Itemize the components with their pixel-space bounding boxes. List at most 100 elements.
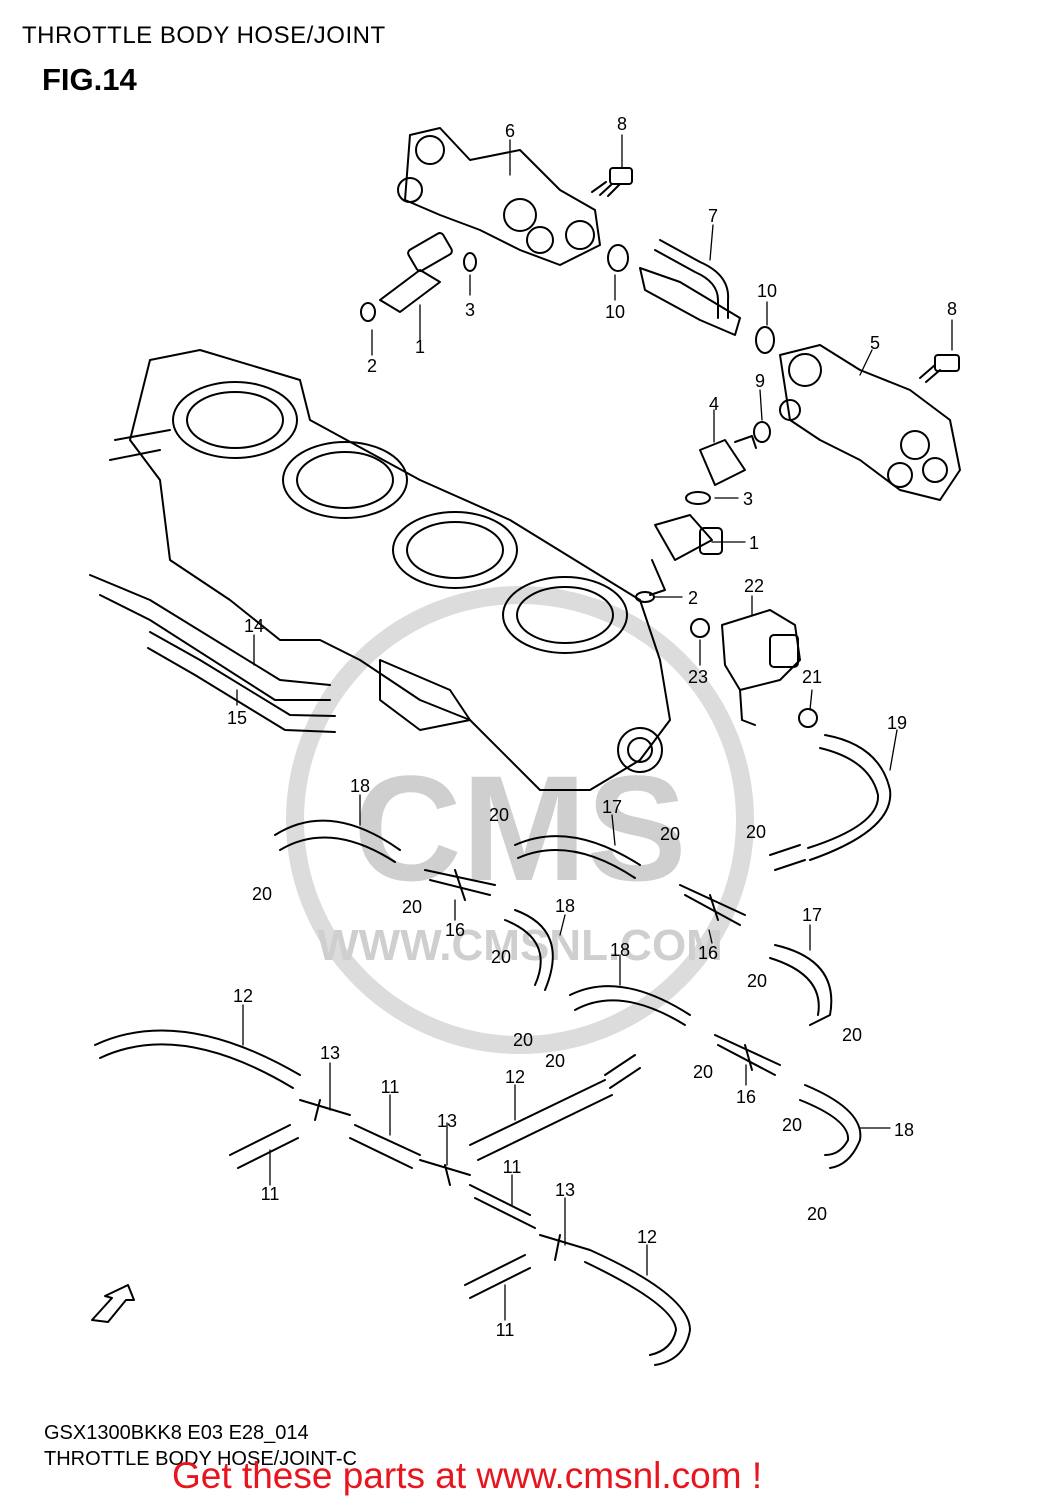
model-code: GSX1300BKK8 E03 E28_014 (44, 1422, 309, 1444)
hose-19 (807, 734, 892, 861)
callout: 12 (505, 1067, 525, 1087)
bolt-upper (591, 167, 633, 197)
hose-11-d (464, 1254, 531, 1299)
watermark-url: WWW.CMSNL.COM (317, 921, 723, 970)
callout: 13 (320, 1043, 340, 1063)
watermark: CMS WWW.CMSNL.COM (286, 586, 754, 1054)
hose-17-b (769, 944, 833, 1026)
figure-label: FIG.14 (42, 62, 137, 97)
callout: 20 (747, 971, 767, 991)
hose-15 (147, 631, 336, 733)
o-ring-2-lower (635, 591, 655, 603)
callout: 1 (749, 533, 759, 553)
callout: 8 (947, 299, 957, 319)
callout: 20 (489, 805, 509, 825)
bolt-lower (919, 354, 960, 383)
callout: 11 (381, 1077, 400, 1097)
watermark-brand: CMS (353, 744, 686, 912)
injector-upper (360, 232, 477, 322)
callout: 8 (617, 114, 627, 134)
callout: 9 (755, 371, 765, 391)
leader-lines (236, 134, 953, 1321)
hose-11-a (229, 1124, 299, 1169)
callout: 18 (350, 776, 370, 796)
callout: 10 (605, 302, 625, 322)
callout: 10 (757, 281, 777, 301)
callout: 13 (437, 1111, 457, 1131)
o-ring-upper (607, 244, 629, 272)
callout: 16 (736, 1087, 756, 1107)
footer-title: THROTTLE BODY HOSE/JOINT-C (44, 1448, 357, 1470)
hose-18-d (799, 1084, 862, 1169)
callout: 3 (465, 300, 475, 320)
hose-12-short (604, 1054, 641, 1089)
nut-23 (690, 618, 710, 638)
hose-11-b (349, 1124, 421, 1169)
callout: 20 (693, 1062, 713, 1082)
callout: 13 (555, 1180, 575, 1200)
callout: 4 (709, 394, 719, 414)
hose-12-c (584, 1249, 691, 1366)
callout: 3 (743, 489, 753, 509)
callout: 22 (744, 576, 764, 596)
callout: 5 (870, 333, 880, 353)
hose-14 (89, 574, 331, 701)
hose-18-a (274, 819, 401, 863)
callout: 12 (637, 1227, 657, 1247)
callout: 14 (244, 616, 264, 636)
callout: 17 (602, 797, 622, 817)
callout: 20 (252, 884, 272, 904)
callout: 20 (491, 947, 511, 967)
hose-18-b (504, 909, 554, 991)
hose-20-short (769, 844, 806, 871)
throttle-body-assembly (109, 349, 671, 791)
fuel-rail-lower (779, 344, 961, 501)
o-ring-3-lower (685, 491, 711, 505)
callout: 1 (415, 337, 425, 357)
cap-4 (699, 435, 757, 486)
callout: 11 (503, 1157, 522, 1177)
hose-11-c (469, 1184, 536, 1229)
callout: 20 (782, 1115, 802, 1135)
callout: 2 (367, 356, 377, 376)
callout: 16 (445, 920, 465, 940)
callout: 19 (887, 713, 907, 733)
o-ring-9 (753, 421, 771, 443)
callout: 20 (402, 897, 422, 917)
callout: 2 (688, 588, 698, 608)
callout: 12 (233, 986, 253, 1006)
hose-18-c (569, 985, 691, 1026)
callout: 18 (610, 940, 630, 960)
o-ring-mid (755, 326, 775, 354)
callout: 23 (688, 667, 708, 687)
callout: 7 (708, 206, 718, 226)
callout: 11 (261, 1184, 280, 1204)
hose-12-b (469, 1079, 613, 1161)
callout: 16 (698, 943, 718, 963)
hose-12-a (94, 1029, 301, 1089)
promo-link[interactable]: Get these parts at www.cmsnl.com ! (172, 1455, 763, 1496)
solenoid-valve (721, 609, 801, 726)
callout: 20 (746, 822, 766, 842)
fuel-joint (639, 239, 741, 336)
callout: 20 (545, 1051, 565, 1071)
t-joint-13-a (299, 1099, 351, 1121)
callout-labels: 6 8 7 10 10 3 2 1 8 5 9 4 3 1 2 22 23 21… (227, 114, 957, 1340)
callout: 20 (842, 1025, 862, 1045)
callout: 20 (513, 1030, 533, 1050)
injector-lower (649, 514, 723, 596)
callout: 17 (802, 905, 822, 925)
callout: 20 (807, 1204, 827, 1224)
callout: 15 (227, 708, 247, 728)
callout: 11 (496, 1320, 515, 1340)
t-joint-13-b (419, 1159, 471, 1186)
callout: 18 (555, 896, 575, 916)
header-title: THROTTLE BODY HOSE/JOINT (22, 22, 386, 49)
callout: 18 (894, 1120, 914, 1140)
fuel-rail-upper (397, 127, 601, 266)
t-joint-16-c (714, 1034, 781, 1076)
hose-17-a (514, 835, 641, 879)
callout: 20 (660, 824, 680, 844)
callout: 21 (802, 667, 822, 687)
